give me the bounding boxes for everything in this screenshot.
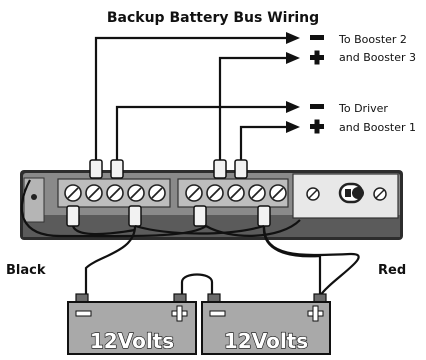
mounting-screw-icon bbox=[31, 194, 37, 200]
minus-icon bbox=[310, 104, 324, 109]
booster23-label-1: To Booster 2 bbox=[338, 33, 407, 46]
minus-icon bbox=[75, 310, 92, 317]
battery-2-label: 12Volts bbox=[224, 329, 308, 353]
arrow-icon bbox=[286, 101, 300, 113]
upper-lugs bbox=[89, 159, 248, 179]
terminal-screws bbox=[64, 184, 287, 202]
lower-lugs bbox=[66, 205, 271, 227]
battery-1-label: 12Volts bbox=[90, 329, 174, 353]
minus-icon bbox=[310, 35, 324, 40]
screw-slot bbox=[67, 187, 79, 199]
output-polarity bbox=[310, 35, 324, 134]
jumper-wires bbox=[20, 179, 301, 238]
screw-slot bbox=[88, 187, 100, 199]
diagram-title: Backup Battery Bus Wiring bbox=[107, 10, 319, 26]
spade-lug-icon bbox=[257, 205, 271, 227]
spade-lug-icon bbox=[66, 205, 80, 227]
driver-label-2: and Booster 1 bbox=[339, 121, 416, 134]
output-wires bbox=[94, 32, 300, 160]
spade-lug-icon bbox=[89, 159, 103, 179]
spade-lug-icon bbox=[234, 159, 248, 179]
battery-1: 12Volts bbox=[67, 293, 197, 355]
screw-slot bbox=[209, 187, 221, 199]
spade-lug-icon bbox=[128, 205, 142, 227]
screw-slot bbox=[109, 187, 121, 199]
screw-slot bbox=[230, 187, 242, 199]
driver-label-1: To Driver bbox=[338, 102, 388, 115]
minus-icon bbox=[209, 310, 226, 317]
battery-2: 12Volts bbox=[201, 293, 331, 355]
black-label: Black bbox=[6, 263, 46, 278]
spade-lug-icon bbox=[193, 205, 207, 227]
screw-slot bbox=[251, 187, 263, 199]
arrow-icon bbox=[286, 32, 300, 44]
screw-slot bbox=[188, 187, 200, 199]
battery-cables bbox=[84, 225, 360, 297]
screw-slot bbox=[130, 187, 142, 199]
spade-lug-icon bbox=[110, 159, 124, 179]
arrow-icon bbox=[286, 52, 300, 64]
red-label: Red bbox=[378, 263, 406, 278]
spade-lug-icon bbox=[213, 159, 227, 179]
screw-slot bbox=[151, 187, 163, 199]
booster23-label-2: and Booster 3 bbox=[339, 51, 416, 64]
arrow-icon bbox=[286, 121, 300, 133]
screw-slot bbox=[272, 187, 284, 199]
